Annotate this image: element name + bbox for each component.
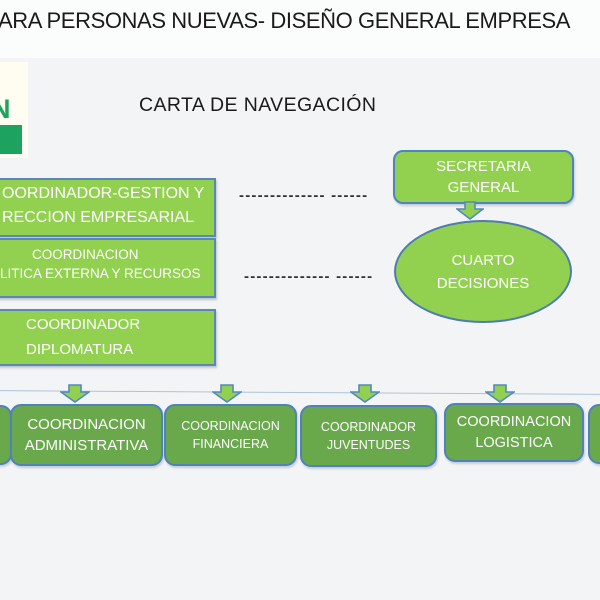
down-arrow-icon xyxy=(485,384,515,403)
box-label: ADMINISTRATIVA xyxy=(24,437,149,454)
box-label: COORDINADOR xyxy=(26,316,141,333)
box-secretaria-general: SECRETARIA GENERAL xyxy=(393,150,574,204)
box-label: DIPLOMATURA xyxy=(26,341,134,358)
dashed-connector: -------------- ------ xyxy=(244,268,374,285)
ellipse-label: CUARTO xyxy=(451,251,515,269)
box-coordinacion-politica: COORDINACION LITICA EXTERNA Y RECURSOS xyxy=(0,238,216,298)
box-label: COORDINACION xyxy=(27,416,146,433)
box-label: OORDINADOR-GESTION Y xyxy=(2,185,205,202)
box-coordinacion-financiera: COORDINACION FINANCIERA xyxy=(164,404,297,466)
page-title: ARA PERSONAS NUEVAS- DISEÑO GENERAL EMPR… xyxy=(0,8,571,33)
box-label: FINANCIERA xyxy=(192,437,269,451)
ellipse-label: DECISIONES xyxy=(436,274,530,292)
box-coordinador-gestion: OORDINADOR-GESTION Y RECCION EMPRESARIAL xyxy=(0,178,216,237)
box-coordinacion-logistica: COORDINACION LOGISTICA xyxy=(444,403,584,462)
down-arrow-icon xyxy=(60,384,90,403)
ellipse-cuarto-decisiones: CUARTO DECISIONES xyxy=(394,220,572,323)
top-strip xyxy=(0,0,600,58)
box-label: SECRETARIA xyxy=(436,158,531,175)
box-label: GENERAL xyxy=(447,179,520,196)
down-arrow-icon xyxy=(212,384,242,403)
box-coordinador-juventudes: COORDINADOR JUVENTUDES xyxy=(300,405,437,467)
box-coordinador-diplomatura: COORDINADOR DIPLOMATURA xyxy=(0,309,216,366)
box-label: LOGISTICA xyxy=(475,434,553,451)
box-label: COORDINACION xyxy=(181,419,280,433)
box-label: JUVENTUDES xyxy=(326,438,411,452)
chart-subtitle: CARTA DE NAVEGACIÓN xyxy=(139,94,377,116)
box-coordinacion-administrativa: COORDINACION ADMINISTRATIVA xyxy=(10,404,163,466)
down-arrow-icon xyxy=(350,384,380,403)
box-label: LITICA EXTERNA Y RECURSOS xyxy=(0,266,201,281)
down-arrow-icon xyxy=(456,201,484,220)
box-label: COORDINACION xyxy=(32,247,139,262)
dashed-connector: -------------- ------ xyxy=(239,187,369,204)
logo-letter: N xyxy=(0,94,11,124)
box-label: RECCION EMPRESARIAL xyxy=(2,209,195,226)
box-label: COORDINADOR xyxy=(320,420,417,434)
box-clipped-right xyxy=(588,404,600,464)
box-label: COORDINACION xyxy=(456,413,572,430)
logo-bar xyxy=(0,125,22,154)
